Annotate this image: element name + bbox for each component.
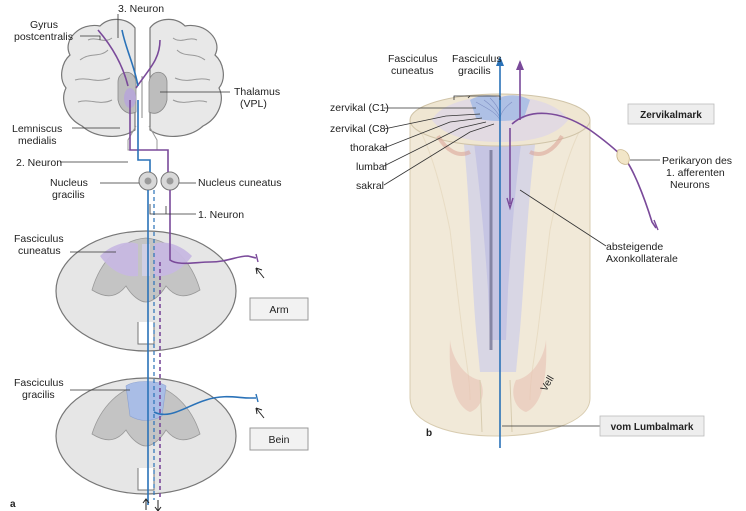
perikaryon-label-3: Neurons xyxy=(670,179,710,191)
panel-b: Zervikalmark vom Lumbalmark Fasciculus c… xyxy=(330,53,732,448)
fasc-gracilis-a-label-1: Fasciculus xyxy=(14,377,64,389)
panel-a-letter: a xyxy=(10,499,16,510)
arm-box: Arm xyxy=(250,298,308,320)
nuclei-pair xyxy=(139,172,179,190)
fasc-cuneatus-a-label-1: Fasciculus xyxy=(14,233,64,245)
gyrus-label-2: postcentralis xyxy=(14,31,73,43)
lemniscus-label-1: Lemniscus xyxy=(12,123,62,135)
absteigende-label-2: Axonkollaterale xyxy=(606,253,678,265)
fasc-cuneatus-b-label-1: Fasciculus xyxy=(388,53,438,65)
fasc-gracilis-a-label-2: gracilis xyxy=(22,389,55,401)
arm-label: Arm xyxy=(269,304,289,316)
bein-box: Bein xyxy=(250,428,308,450)
lumbal-label: lumbal xyxy=(356,161,387,173)
vom-lumbalmark-box: vom Lumbalmark xyxy=(600,416,704,436)
fasc-gracilis-b-label-1: Fasciculus xyxy=(452,53,502,65)
fasc-cuneatus-b-label-2: cuneatus xyxy=(391,65,434,77)
zervikalmark-label: Zervikalmark xyxy=(640,110,702,121)
zervikalmark-box: Zervikalmark xyxy=(628,104,714,124)
down-arrow-bottom xyxy=(155,500,161,511)
nucleus-gracilis-label-2: gracilis xyxy=(52,189,85,201)
nucleus-cuneatus-label: Nucleus cuneatus xyxy=(198,177,281,189)
spinal-section-lumbar xyxy=(56,378,236,494)
neuron2-label: 2. Neuron xyxy=(16,157,62,169)
zervikal-c1-label: zervikal (C1) xyxy=(330,102,389,114)
thorakal-label: thorakal xyxy=(350,142,387,154)
neuron3-label: 3. Neuron xyxy=(118,3,164,15)
zervikal-c8-label: zervikal (C8) xyxy=(330,123,389,135)
brain-section xyxy=(62,19,224,150)
perikaryon-label-2: 1. afferenten xyxy=(666,167,725,179)
spinal-section-cervical xyxy=(56,231,236,351)
perikaryon-label-1: Perikaryon des xyxy=(662,155,732,167)
panel-b-letter: b xyxy=(426,428,432,439)
thalamus-label-1: Thalamus xyxy=(234,86,280,98)
panel-a: Arm Bein 3. Neuron Gyrus postcentralis T… xyxy=(10,3,308,511)
bein-label: Bein xyxy=(268,434,289,446)
fasc-gracilis-b-label-2: gracilis xyxy=(458,65,491,77)
neuron1-label: 1. Neuron xyxy=(198,209,244,221)
fasc-cuneatus-a-label-2: cuneatus xyxy=(18,245,61,257)
lemniscus-label-2: medialis xyxy=(18,135,57,147)
nucleus-gracilis-label-1: Nucleus xyxy=(50,177,88,189)
absteigende-label-1: absteigende xyxy=(606,241,663,253)
gyrus-label-1: Gyrus xyxy=(30,19,58,31)
thalamus-label-2: (VPL) xyxy=(240,98,267,110)
vom-lumbalmark-label: vom Lumbalmark xyxy=(611,422,694,433)
sakral-label: sakral xyxy=(356,180,384,192)
